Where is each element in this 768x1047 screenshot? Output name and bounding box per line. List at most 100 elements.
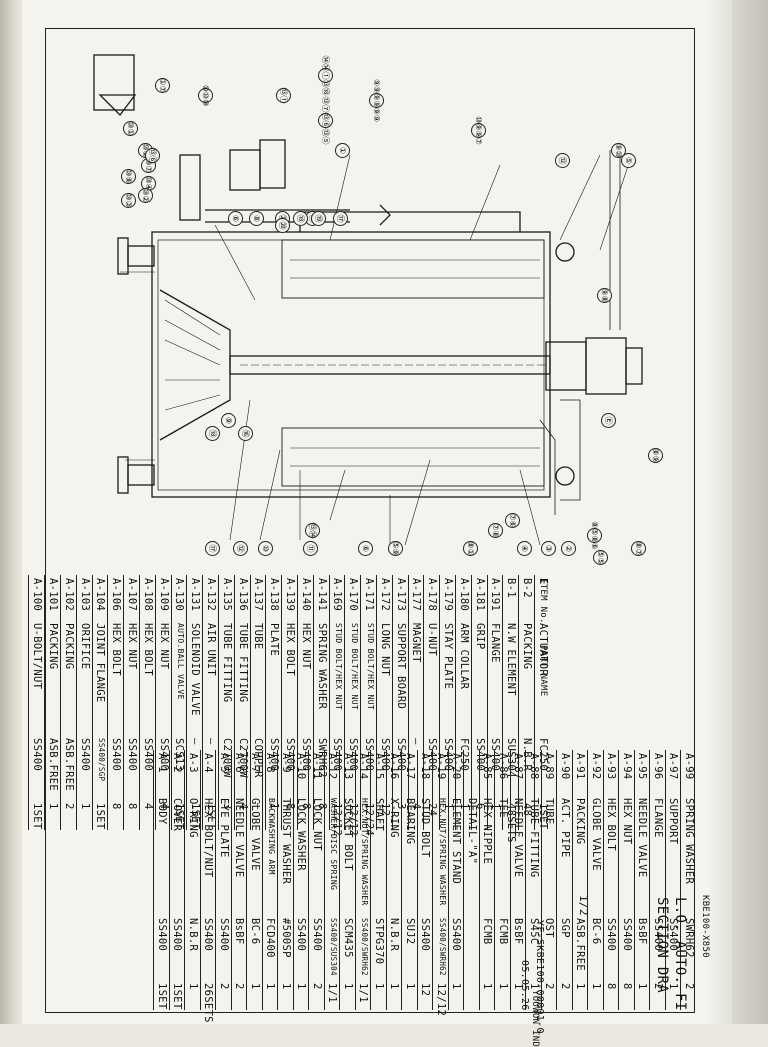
table-row-divider: [401, 750, 402, 1010]
drawing-frame: [45, 28, 695, 1013]
table-row-item-number: A-1: [155, 753, 168, 773]
table-row-part-name: HEX NUT: [299, 623, 312, 670]
vessel-body: [151, 231, 551, 498]
table-row-divider: [60, 575, 61, 830]
table-row-item-number: A-9: [279, 753, 292, 773]
table-row-part-name: STUD BOLT/HEX NUT: [366, 623, 375, 710]
table-row-part-name: JOINT FLANGE: [94, 623, 107, 703]
table-row-part-name: N.W ELEMENT: [505, 623, 518, 696]
table-row-quantity: 4: [141, 803, 154, 810]
table-row-divider: [416, 750, 418, 1010]
table-row-part-name: MAGNET: [410, 623, 423, 663]
table-row-item-number: A-140: [299, 578, 312, 612]
table-row-material: SS400: [78, 738, 91, 772]
table-row-material: BsBF: [636, 918, 648, 945]
table-row-material: SCM435: [341, 918, 354, 958]
table-row-divider: [463, 750, 464, 1010]
table-row-part-name: BEARING: [403, 798, 416, 845]
table-row-quantity: 12: [419, 983, 431, 997]
callout-balloon: ⑨: [221, 413, 236, 428]
table-row-part-name: O-RING: [186, 798, 199, 838]
table-row-part-name: PLATE: [268, 623, 281, 657]
table-row-divider: [664, 750, 666, 1010]
callout-balloon: ⑩①: [123, 121, 138, 136]
table-row-part-name: HEX NUT: [157, 623, 170, 670]
table-row-material: SS400/SGP: [97, 738, 107, 782]
table-row-divider: [123, 575, 125, 830]
callout-balloon: ⑤: [621, 153, 636, 168]
table-row-divider: [423, 575, 425, 830]
table-row-item-number: A-94: [620, 753, 633, 780]
table-row-item-number: A-3: [186, 753, 199, 773]
table-row-material: SS400/SWRH62: [360, 918, 369, 976]
table-row-item-number: A-93: [605, 753, 617, 780]
table-row-quantity: 1: [636, 983, 648, 990]
table-row-item-number: A-130: [173, 578, 186, 612]
callout-balloon: ⑩③: [121, 193, 136, 208]
table-row-item-number: A-180: [457, 578, 470, 612]
table-row-quantity: 1: [372, 983, 385, 990]
table-row-item-number: A-19: [434, 753, 447, 780]
table-row-divider: [246, 750, 247, 1010]
table-row-item-number: A-87: [512, 753, 524, 780]
table-row-material: ASB.FREE: [62, 738, 75, 791]
table-row-part-name: HEX BOLT: [110, 623, 123, 676]
callout-balloon: ⑥: [358, 541, 373, 556]
table-row-divider: [518, 575, 520, 830]
table-row-quantity: 1: [341, 983, 354, 990]
callout-balloon: ⑭⑭①⑬⑱: [318, 56, 333, 96]
table-row-part-name: BODY: [155, 798, 168, 825]
table-row-part-name: HEX NUT: [126, 623, 138, 670]
table-row-quantity: 1: [248, 983, 261, 990]
table-row-quantity: 1: [186, 983, 199, 990]
table-row-part-name: U-BOLT/NUT: [31, 623, 44, 690]
table-row-part-name: FLANGE: [651, 798, 664, 838]
table-row-item-number: B-2: [521, 578, 533, 598]
table-row-divider: [186, 575, 188, 830]
table-row-divider: [633, 750, 635, 1010]
table-row-divider: [170, 575, 172, 830]
table-row-quantity: 1SET: [94, 803, 107, 830]
table-row-material: #500SP: [279, 918, 292, 958]
callout-balloon: ⑧⑤⑧⑥: [587, 521, 602, 550]
table-row-item-number: A-181: [473, 578, 486, 612]
table-row-divider: [153, 750, 154, 1010]
table-row-part-name: PACKING: [62, 623, 75, 670]
table-row-item-number: A-172: [378, 578, 391, 612]
table-row-part-name: STUD BOLT/HEX NUT: [334, 623, 344, 710]
callout-balloon: ⑥: [228, 211, 243, 226]
table-row-item-number: A-106: [110, 578, 123, 612]
table-row-item-number: A-141: [315, 578, 328, 612]
book-binding-edge: [0, 0, 22, 1024]
table-row-item-number: A-171: [363, 578, 375, 612]
callout-balloon: ⑬⑦⑬⑥⑬⑤: [318, 97, 333, 145]
table-row-divider: [323, 750, 325, 1010]
table-row-quantity: 2: [217, 983, 230, 990]
scale-value: 1/2: [577, 895, 590, 916]
table-row-item-number: A-13: [341, 753, 354, 780]
table-row-part-name: HEX BOLT: [141, 623, 154, 676]
table-row-item-number: A-2: [171, 753, 183, 773]
table-row-item-number: A-177: [410, 578, 423, 612]
table-row-quantity: 1/1: [357, 983, 369, 1003]
table-row-divider: [184, 750, 185, 1010]
table-row-part-name: HEX NIPPLE: [481, 798, 493, 865]
table-row-quantity: 2: [233, 983, 245, 990]
table-row-material: SS400/SUS304: [329, 918, 338, 976]
table-row-part-name: BACKWASHING ARM: [267, 798, 276, 875]
table-row-divider: [328, 575, 330, 830]
table-row-part-name: HEX BOLT/NUT: [202, 798, 214, 878]
callout-balloon: ⑱: [293, 211, 308, 226]
table-row-item-number: A-91: [574, 753, 586, 780]
table-row-item-number: A-132: [205, 578, 217, 612]
table-row-quantity: 1/1: [326, 983, 338, 1003]
table-row-material: ASB.FREE: [574, 918, 586, 971]
table-row-quantity: 26SETS: [202, 983, 214, 1023]
table-row-divider: [265, 575, 267, 830]
table-row-part-name: PACKING: [521, 623, 533, 670]
table-row-material: SS400: [310, 918, 323, 952]
table-row-material: STPG370: [372, 918, 385, 965]
table-row-divider: [230, 750, 232, 1010]
callout-balloon: ⑨⑨⑨⑨⑨⑨: [369, 79, 384, 122]
callout-balloon: ①⑦: [155, 78, 170, 93]
